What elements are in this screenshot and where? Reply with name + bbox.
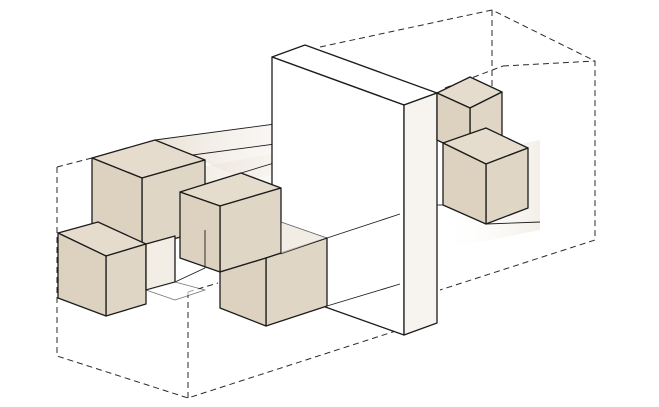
cube-block-c <box>145 235 206 301</box>
detail-lines <box>174 204 541 307</box>
cube-block-g <box>219 221 328 327</box>
cube-block-b <box>57 221 147 317</box>
cube-block-f <box>442 127 529 225</box>
cube-block-d <box>179 172 282 273</box>
